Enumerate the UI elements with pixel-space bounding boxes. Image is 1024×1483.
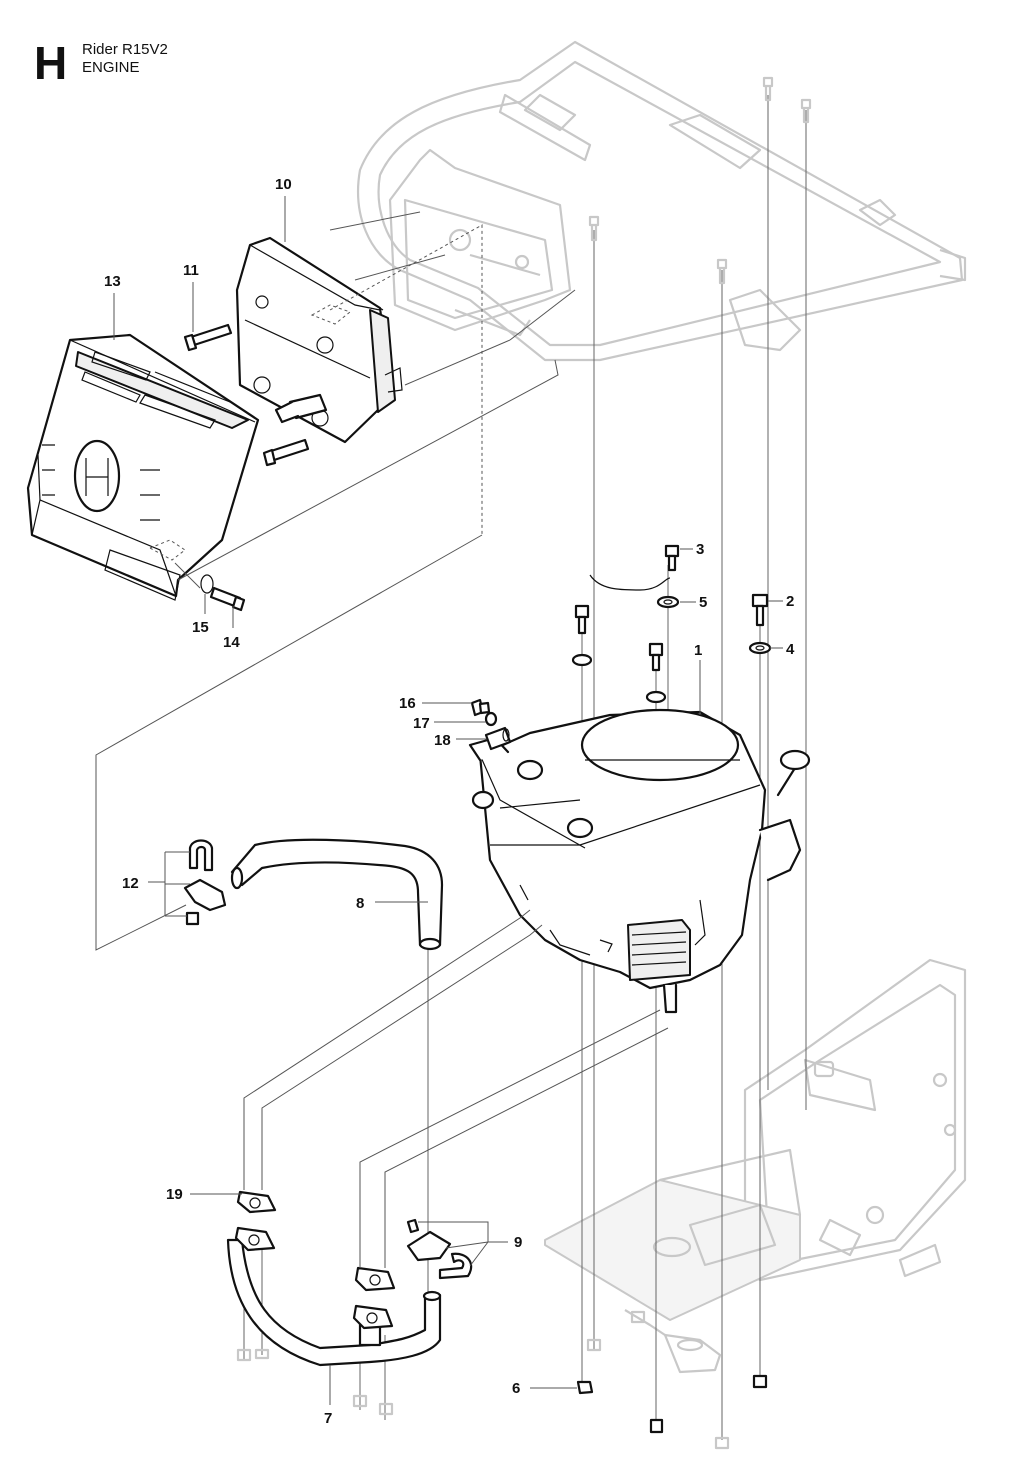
bolt-2 [751, 593, 769, 627]
frame-ghost [357, 40, 967, 362]
engine [468, 574, 811, 1014]
callout-3: 3 [680, 541, 704, 558]
nut-6 [576, 1380, 594, 1395]
svg-text:4: 4 [786, 641, 795, 658]
bolt-14 [209, 586, 246, 612]
callout-16: 16 [399, 695, 472, 712]
callout-4: 4 [770, 641, 795, 658]
washer-4 [748, 641, 772, 655]
bolt-11 [183, 323, 233, 352]
callout-12: 12 [122, 851, 190, 917]
section-letter: H [34, 37, 68, 89]
svg-text:16: 16 [399, 695, 416, 712]
callout-2: 2 [768, 593, 794, 610]
callout-8: 8 [356, 895, 428, 912]
muffler [235, 236, 403, 444]
svg-text:6: 6 [512, 1380, 520, 1397]
svg-text:5: 5 [699, 594, 707, 611]
svg-text:10: 10 [275, 176, 292, 193]
svg-text:9: 9 [514, 1234, 522, 1251]
svg-text:14: 14 [223, 634, 240, 651]
callout-6: 6 [512, 1380, 577, 1397]
exhaust-routing-lines [243, 909, 669, 1268]
callout-14: 14 [223, 606, 240, 651]
callout-17: 17 [413, 715, 486, 732]
bolt-3 [664, 544, 680, 572]
svg-text:15: 15 [192, 619, 209, 636]
callout-19: 19 [166, 1186, 242, 1203]
clamp-9 [406, 1218, 473, 1280]
muffler-guard [26, 333, 260, 601]
callout-9: 9 [418, 1221, 522, 1267]
svg-text:2: 2 [786, 593, 794, 610]
bolt-left-engine [571, 604, 593, 667]
bolt-center-engine [645, 642, 667, 704]
svg-text:19: 19 [166, 1186, 183, 1203]
svg-text:12: 12 [122, 875, 139, 892]
mount-bracket-ghost [388, 148, 572, 337]
screw-16 [470, 698, 491, 717]
section-title: ENGINE [82, 59, 140, 76]
washer-17 [484, 711, 498, 727]
callout-7: 7 [324, 1365, 332, 1427]
exhaust-pipe-7 [226, 1238, 442, 1367]
model-name: Rider R15V2 [82, 41, 168, 58]
callout-11: 11 [183, 262, 199, 332]
svg-text:8: 8 [356, 895, 364, 912]
bolt-muffler [262, 438, 310, 467]
exhaust-pipe-8 [230, 838, 444, 951]
svg-text:3: 3 [696, 541, 704, 558]
callout-13: 13 [104, 273, 121, 340]
callout-5: 5 [680, 594, 707, 611]
svg-text:18: 18 [434, 732, 451, 749]
callout-1: 1 [694, 642, 702, 715]
frame-bolts-ghost [588, 76, 812, 285]
svg-text:11: 11 [183, 262, 199, 279]
spacer-18 [484, 726, 512, 751]
svg-text:7: 7 [324, 1410, 332, 1427]
muffler-leader-lines [95, 211, 576, 951]
callout-10: 10 [275, 176, 292, 242]
washer-15 [200, 574, 214, 594]
washer-5 [656, 595, 680, 609]
clamp-12 [183, 839, 227, 926]
svg-text:1: 1 [694, 642, 702, 659]
callout-15: 15 [192, 594, 209, 636]
deck-plate-ghost [544, 1148, 802, 1374]
svg-text:13: 13 [104, 273, 121, 290]
nuts-bottom [236, 1310, 768, 1450]
svg-text:17: 17 [413, 715, 430, 732]
gasket-19 [234, 1190, 396, 1330]
callout-18: 18 [434, 732, 486, 749]
